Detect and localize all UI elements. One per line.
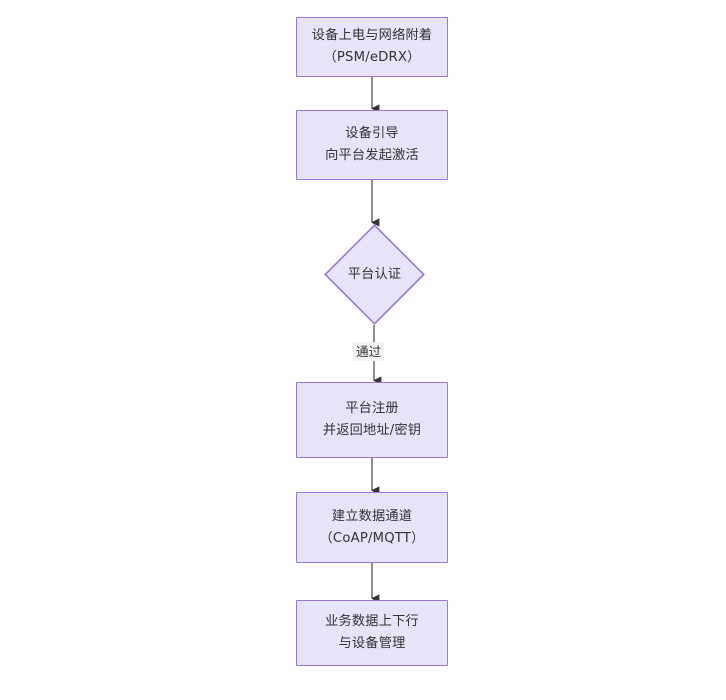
node-bootstrap-label: 设备引导 向平台发起激活 <box>325 126 419 163</box>
edge-label-pass: 通过 <box>353 342 385 361</box>
node-data-channel[interactable]: 建立数据通道 （CoAP/MQTT） <box>296 492 448 563</box>
node-power-on[interactable]: 设备上电与网络附着 （PSM/eDRX） <box>296 17 448 77</box>
node-platform-auth-label: 平台认证 <box>347 266 402 282</box>
node-power-on-label: 设备上电与网络附着 （PSM/eDRX） <box>311 28 433 65</box>
node-platform-register[interactable]: 平台注册 并返回地址/密钥 <box>296 382 448 458</box>
node-business-data[interactable]: 业务数据上下行 与设备管理 <box>296 600 448 666</box>
diamond-shape-icon <box>324 224 425 325</box>
node-platform-register-label: 平台注册 并返回地址/密钥 <box>322 401 422 438</box>
node-data-channel-label: 建立数据通道 （CoAP/MQTT） <box>319 508 425 546</box>
node-business-data-label: 业务数据上下行 与设备管理 <box>325 614 419 651</box>
node-bootstrap[interactable]: 设备引导 向平台发起激活 <box>296 110 448 180</box>
node-platform-auth[interactable]: 平台认证 <box>324 224 425 325</box>
